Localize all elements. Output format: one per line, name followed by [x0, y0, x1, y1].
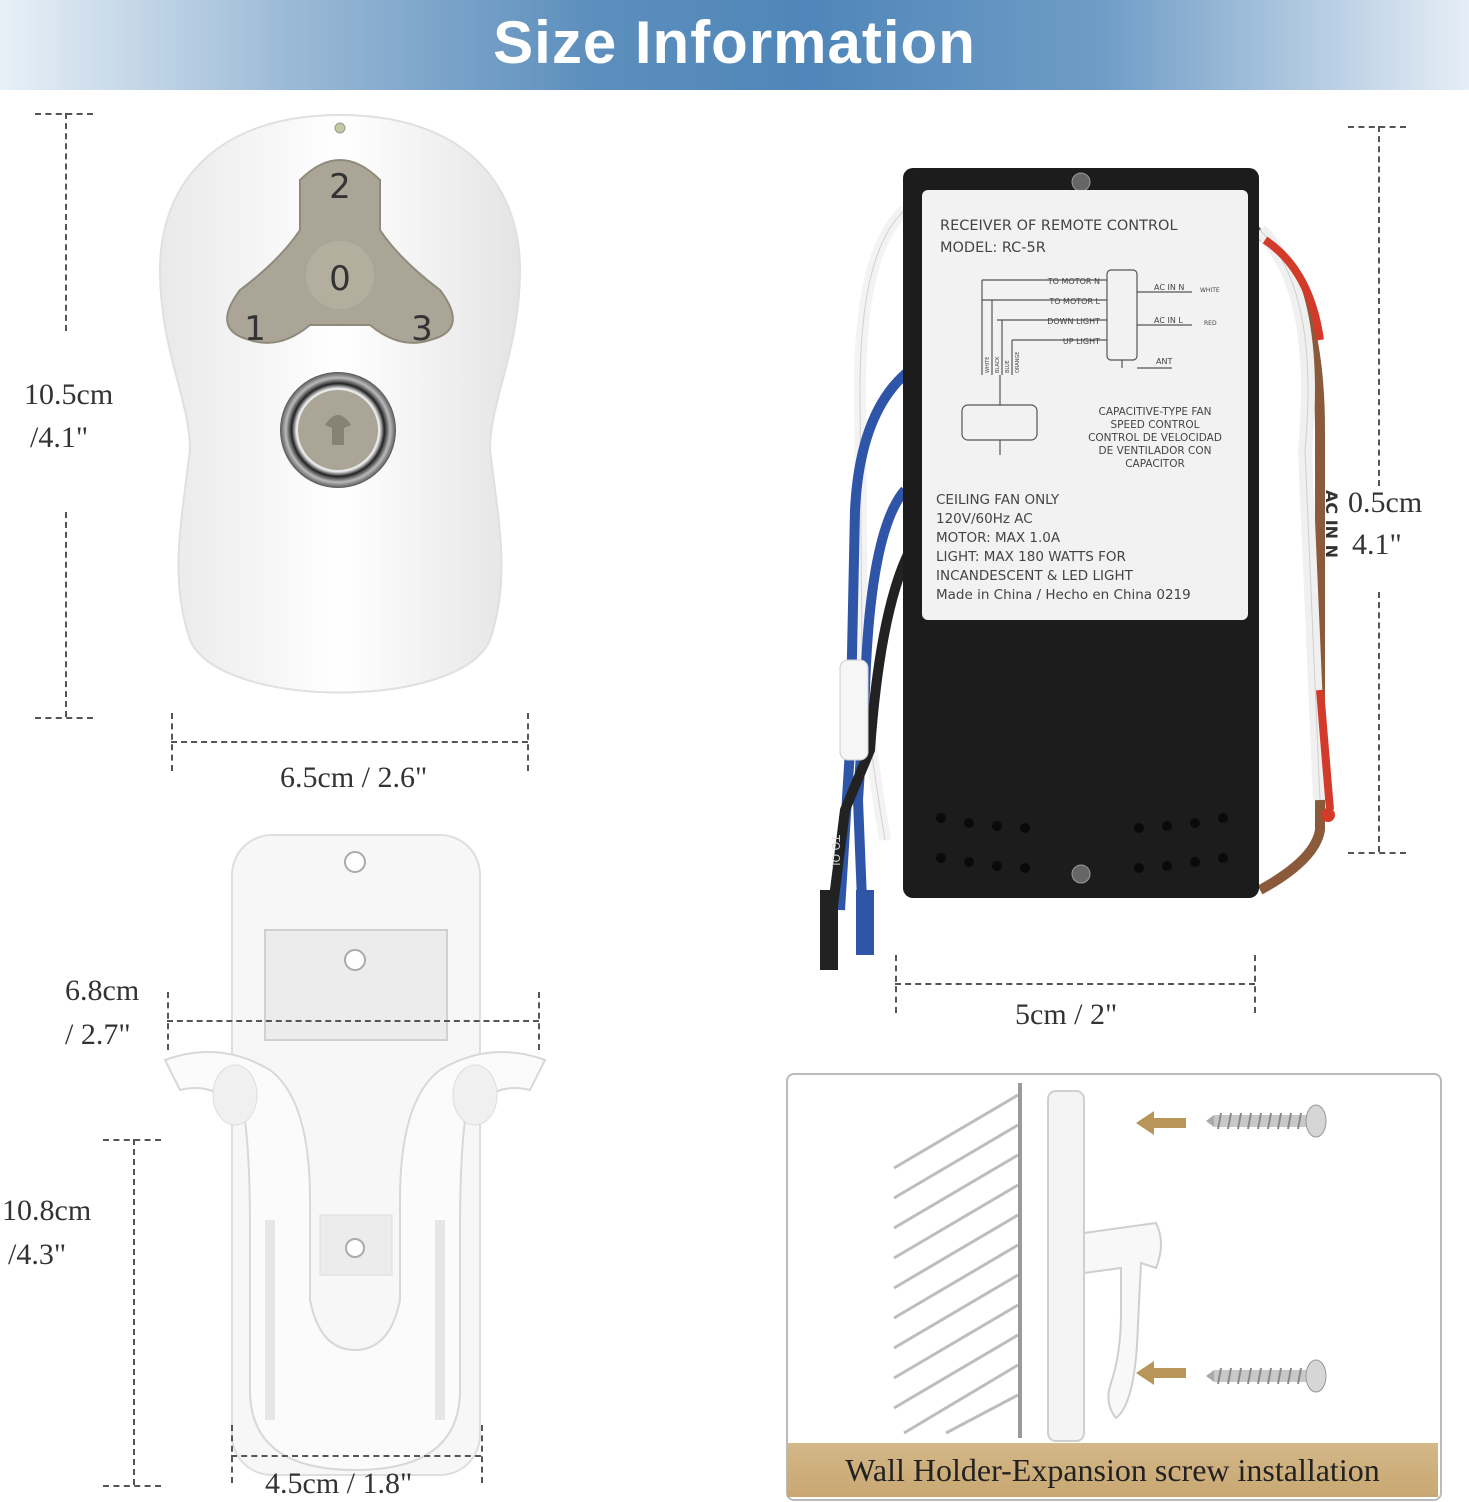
remote-height-cm: 10.5cm [24, 378, 114, 411]
installation-caption: Wall Holder-Expansion screw installation [787, 1443, 1438, 1497]
screw-icon [1206, 1104, 1327, 1138]
label-down-light: DOWN LIGHT [1047, 317, 1100, 326]
wire-print-text-left: TO OL [829, 834, 842, 870]
holder-width-cm: 6.8cm [65, 974, 140, 1007]
label-to-motor-l: TO MOTOR L [1048, 297, 1100, 306]
arrow-left-icon-2 [1136, 1361, 1186, 1385]
label-spec-4: LIGHT: MAX 180 WATTS FOR [936, 549, 1126, 565]
label-red: RED [1204, 320, 1217, 327]
receiver-height-cm: 0.5cm [1348, 486, 1423, 519]
label-spec-5: INCANDESCENT & LED LIGHT [936, 568, 1133, 584]
remote-button-1[interactable]: 1 [244, 309, 266, 349]
remote-button-0[interactable]: 0 [329, 259, 351, 299]
label-ant: ANT [1156, 357, 1172, 366]
label-spec-1: CEILING FAN ONLY [936, 492, 1060, 508]
label-ac-in-l: AC IN L [1154, 316, 1183, 325]
screw-hole-icon [344, 851, 366, 873]
remote-width: 6.5cm / 2.6" [280, 761, 428, 794]
header-banner [0, 0, 1469, 90]
wiring-diagram: TO MOTOR N TO MOTOR L DOWN LIGHT UP LIGH… [961, 269, 1220, 455]
label-spec-6: Made in China / Hecho en China 0219 [936, 587, 1191, 603]
label-title: RECEIVER OF REMOTE CONTROL [940, 218, 1178, 234]
installation-illustration [893, 1083, 1327, 1442]
label-wire-white: WHITE [985, 357, 991, 373]
receiver-wires-illustration [820, 205, 1335, 970]
page-title: Size Information [493, 9, 976, 76]
label-wire-black: BLACK [995, 356, 1001, 373]
label-spec-2: 120V/60Hz AC [936, 511, 1033, 527]
label-capacitive-3: CONTROL DE VELOCIDAD [1088, 432, 1222, 444]
wire-print-text: AC IN N [1322, 490, 1341, 558]
holder-width-in: / 2.7" [65, 1018, 131, 1051]
receiver-width: 5cm / 2" [1015, 998, 1118, 1031]
remote-button-3[interactable]: 3 [411, 309, 433, 349]
wall-holder-illustration [163, 834, 547, 1476]
remote-button-2[interactable]: 2 [329, 167, 351, 207]
label-wire-orange: ORANGE [1015, 352, 1021, 373]
holder-height-in: /4.3" [8, 1238, 67, 1271]
label-ac-in-n: AC IN N [1154, 283, 1184, 292]
label-up-light: UP LIGHT [1063, 337, 1100, 346]
label-model: MODEL: RC-5R [940, 240, 1046, 256]
wire-text-ac-in-n: AC IN N [1322, 490, 1341, 558]
holder-bottom-width: 4.5cm / 1.8" [265, 1467, 413, 1500]
wire-text-to-ol: TO OL [829, 834, 842, 870]
holder-height-cm: 10.8cm [2, 1194, 92, 1227]
receiver-label: RECEIVER OF REMOTE CONTROL MODEL: RC-5R … [922, 190, 1248, 620]
label-spec-3: MOTOR: MAX 1.0A [936, 530, 1061, 546]
remote-control-illustration: 2 0 1 3 [158, 113, 522, 694]
arrow-left-icon [1136, 1111, 1186, 1135]
label-wire-blue: BLUE [1005, 360, 1011, 373]
receiver-height-in: 4.1" [1352, 528, 1402, 561]
label-to-motor-n: TO MOTOR N [1047, 277, 1100, 286]
receiver-screws [936, 172, 1228, 884]
label-capacitive-5: CAPACITOR [1125, 458, 1185, 470]
screw-icon-2 [1206, 1359, 1327, 1393]
label-capacitive-1: CAPACITIVE-TYPE FAN [1098, 406, 1212, 418]
label-capacitive-2: SPEED CONTROL [1110, 419, 1200, 431]
label-white: WHITE [1200, 287, 1220, 294]
label-capacitive-4: DE VENTILADOR CON [1098, 445, 1212, 457]
fan-icon [325, 415, 351, 445]
remote-height-in: /4.1" [30, 421, 89, 454]
